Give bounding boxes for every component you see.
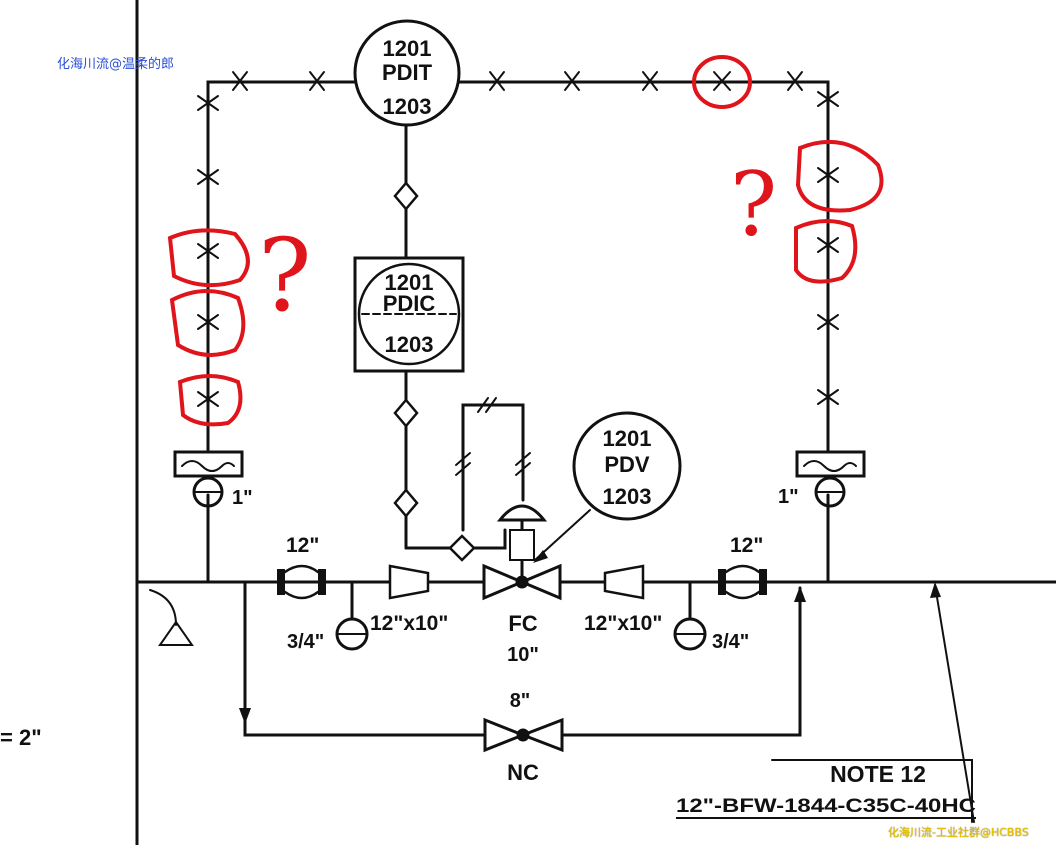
left-seal-size: 1" — [232, 487, 253, 509]
actuator-dome — [496, 504, 548, 522]
markup-circle-left-3 — [177, 374, 243, 427]
right-diaphragm-seal — [795, 450, 866, 508]
pdit-bubble — [353, 19, 461, 127]
bypass-line-right — [560, 586, 802, 737]
pdv-loop-number: 1201 — [603, 426, 652, 451]
red-markup — [167, 55, 884, 427]
pdic-function: PDIC — [383, 291, 436, 316]
markup-circle-top — [692, 55, 752, 109]
left-diaphragm-seal — [173, 450, 244, 508]
left-valve-size: 12" — [286, 534, 319, 557]
pdv-bubble — [572, 411, 682, 521]
pdit-function: PDIT — [382, 60, 433, 85]
pdic-tag-number: 1203 — [385, 332, 434, 357]
left-reducer — [388, 564, 430, 600]
bypass-line-left — [243, 580, 487, 737]
question-mark-left: ? — [258, 217, 312, 334]
watermark-bottom-right: 化海川流-工业社群@HCBBS — [888, 826, 1029, 839]
watermark-top-left: 化海川流@温柔的郎 — [57, 57, 175, 72]
right-seal-size: 1" — [778, 486, 799, 508]
pdv-function: PDV — [604, 452, 650, 477]
control-valve-fail-action: FC — [508, 611, 537, 636]
pdv-tag-number: 1203 — [603, 484, 652, 509]
right-capillary — [458, 80, 830, 452]
left-edge-text: = 2" — [0, 725, 42, 750]
pdit-tag-number: 1203 — [383, 94, 432, 119]
bypass-valve-state: NC — [507, 760, 539, 785]
left-block-valve — [277, 564, 326, 600]
line-number: 12"-BFW-1844-C35C-40HC — [676, 796, 976, 817]
right-reducer-size: 12"x10" — [584, 612, 662, 635]
markup-circle-right-2 — [794, 219, 858, 284]
note-leader-line — [934, 584, 975, 823]
note-label: NOTE 12 — [830, 761, 926, 787]
note-box — [771, 759, 973, 823]
bypass-valve-size: 8" — [510, 690, 531, 712]
right-drain-size: 3/4" — [712, 631, 749, 653]
pdic-loop-number: 1201 — [385, 270, 434, 295]
right-block-valve — [718, 564, 767, 600]
pdit-loop-number: 1201 — [383, 36, 432, 61]
right-reducer — [603, 564, 645, 600]
left-drain-size: 3/4" — [287, 631, 324, 653]
markup-circle-right-1 — [795, 139, 884, 213]
markup-circle-left-2 — [169, 288, 246, 357]
pdic-box — [353, 256, 465, 373]
capillary-marks — [197, 71, 839, 407]
control-valve-size: 10" — [507, 644, 539, 666]
right-valve-size: 12" — [730, 534, 763, 557]
left-capillary — [206, 80, 357, 452]
question-mark-right: ? — [730, 153, 777, 256]
markup-circle-left-1 — [167, 228, 250, 288]
left-reducer-size: 12"x10" — [370, 612, 448, 635]
